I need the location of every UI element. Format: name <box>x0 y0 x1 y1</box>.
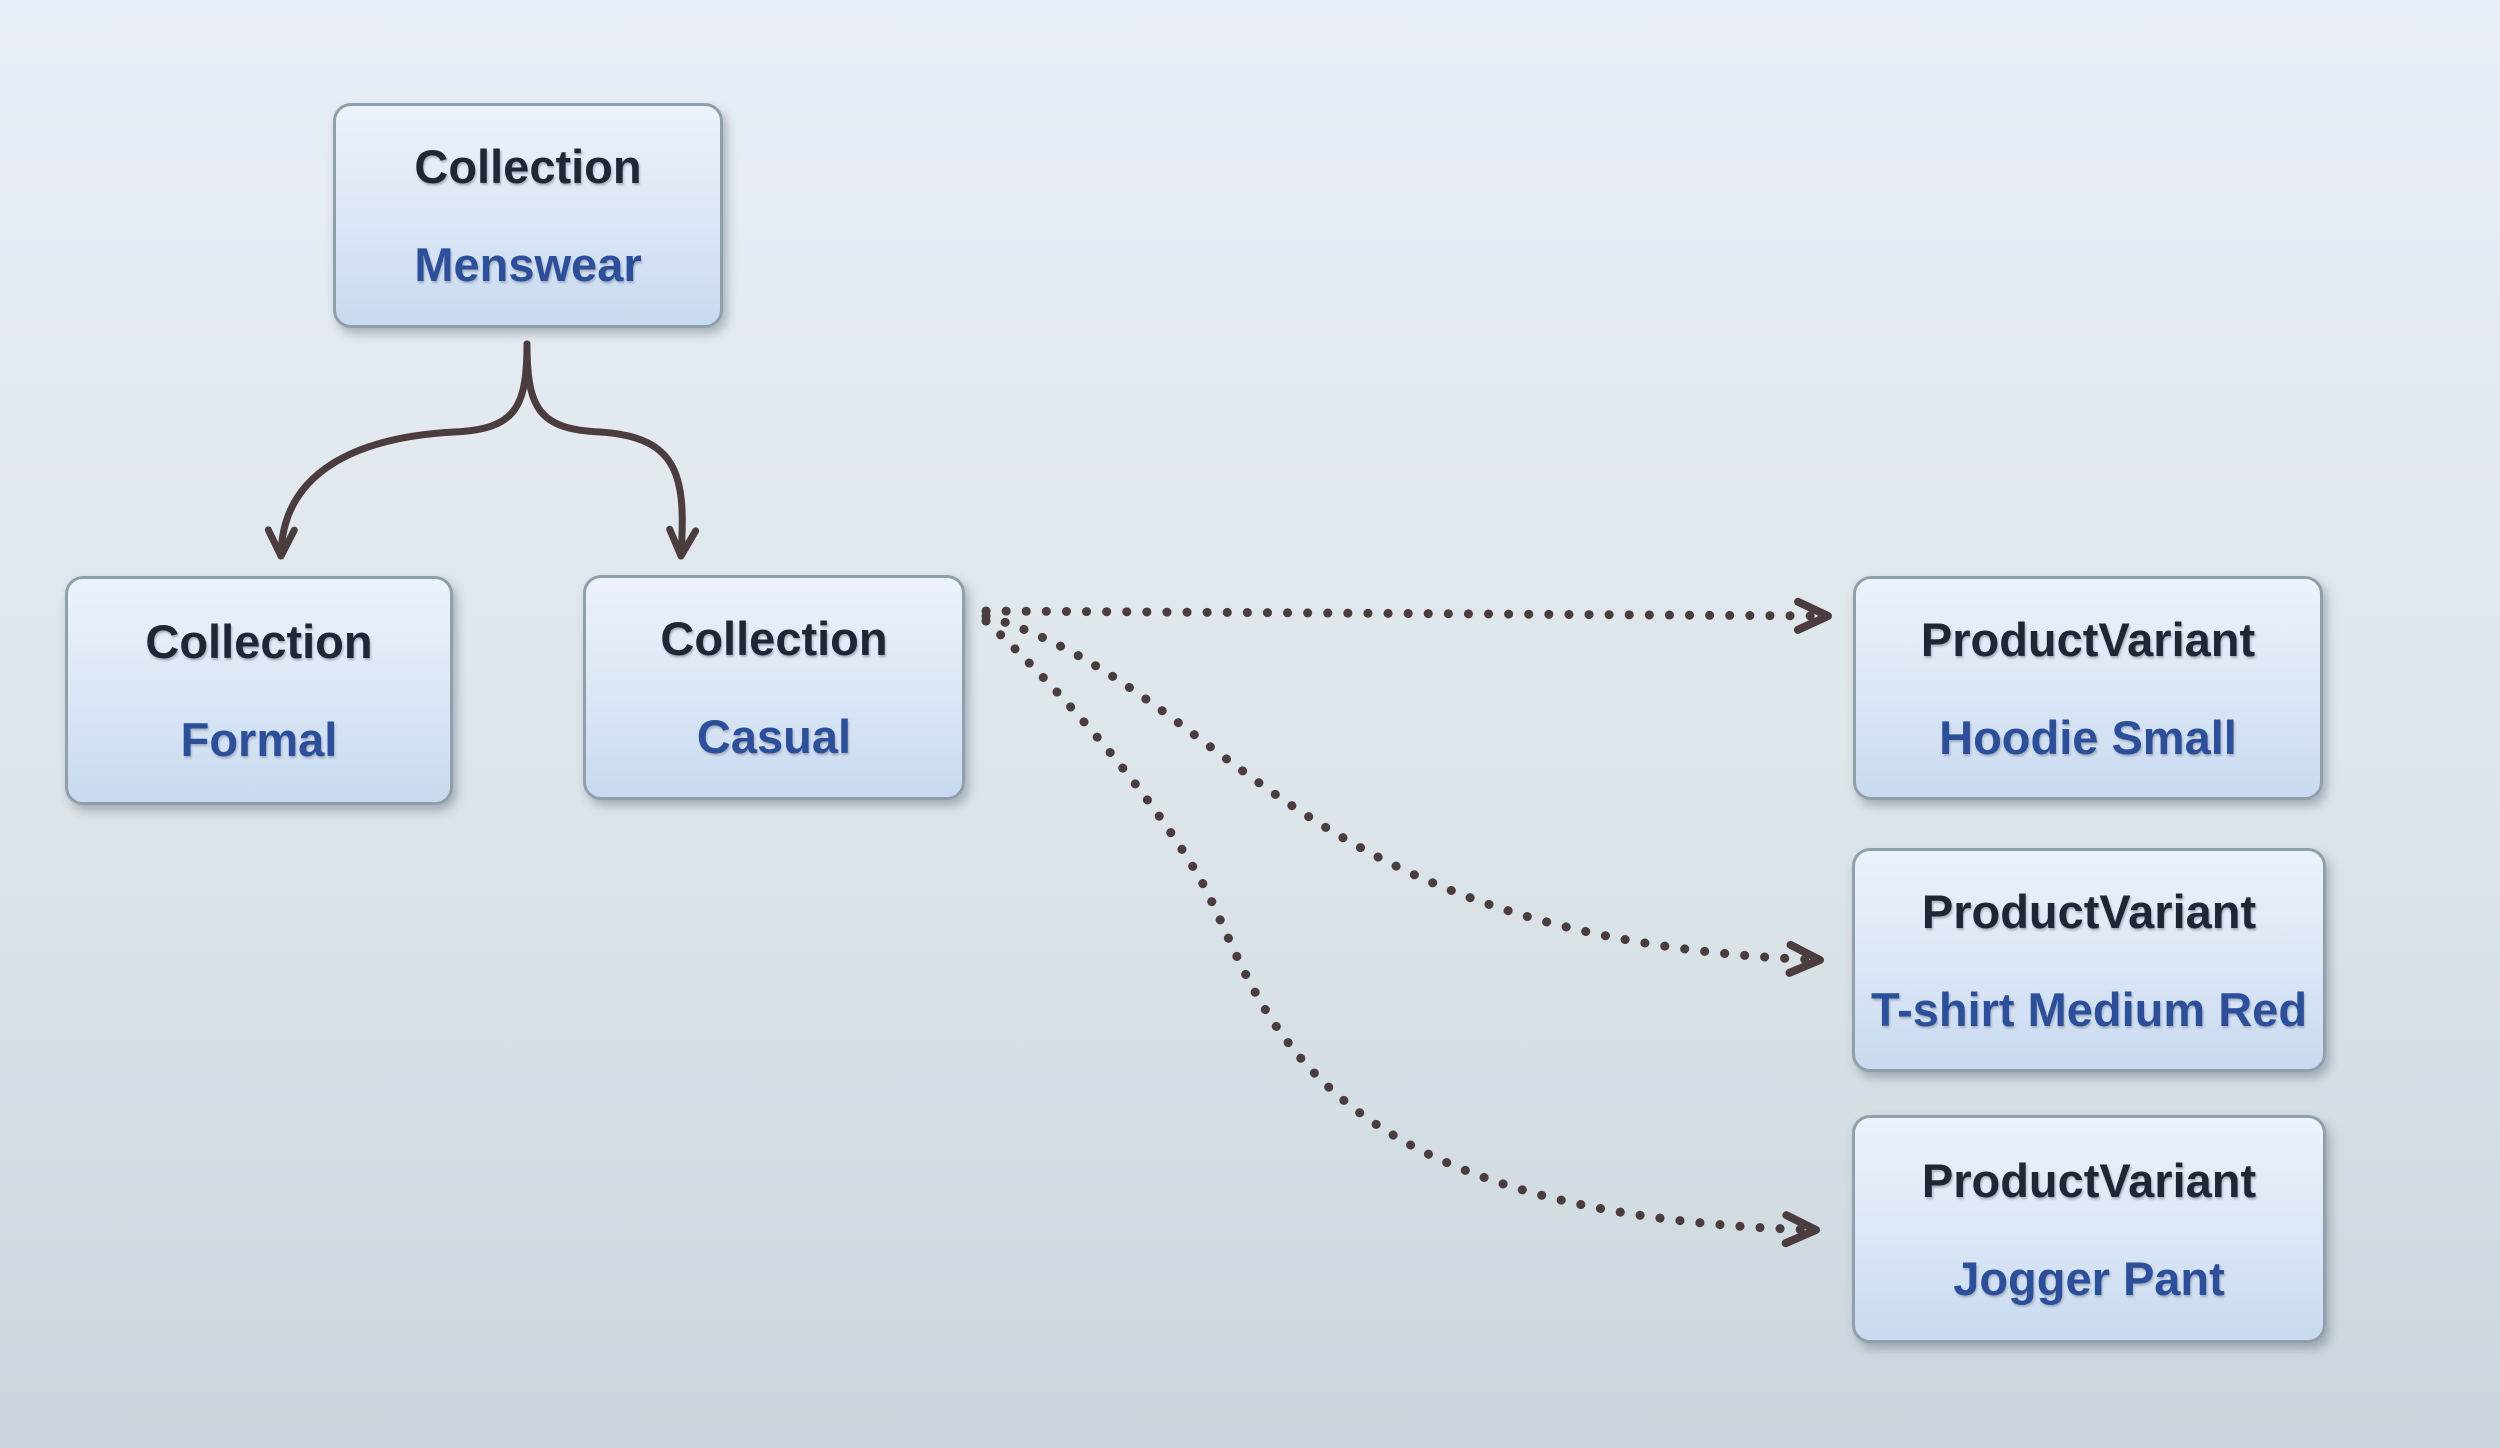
edge-menswear-to-casual <box>523 340 700 560</box>
node-name-label: Menswear <box>414 238 642 291</box>
node-name-label: Casual <box>696 710 852 763</box>
node-name-label: Formal <box>180 713 338 766</box>
node-name-label: Hoodie Small <box>1939 710 2237 764</box>
node-type-label: ProductVariant <box>1921 884 2257 938</box>
node-collection-formal: Collection Formal <box>65 576 453 805</box>
node-name-label: T-shirt Medium Red <box>1870 982 2308 1036</box>
edge-casual-to-tshirt-medium-red <box>981 611 1825 977</box>
edge-menswear-to-formal <box>264 340 531 560</box>
node-productvariant-hoodie-small: ProductVariant Hoodie Small <box>1853 576 2323 800</box>
node-type-label: ProductVariant <box>1920 612 2256 666</box>
node-type-label: Collection <box>145 615 373 668</box>
node-productvariant-tshirt-medium-red: ProductVariant T-shirt Medium Red <box>1852 848 2326 1072</box>
node-collection-casual: Collection Casual <box>583 575 965 800</box>
node-collection-menswear: Collection Menswear <box>333 103 723 328</box>
node-type-label: Collection <box>660 612 888 665</box>
edge-casual-to-hoodie-small <box>981 597 1833 634</box>
edge-casual-to-jogger-pant <box>981 616 1821 1248</box>
node-type-label: ProductVariant <box>1921 1153 2257 1207</box>
node-name-label: Jogger Pant <box>1953 1251 2225 1305</box>
node-type-label: Collection <box>414 140 642 193</box>
node-productvariant-jogger-pant: ProductVariant Jogger Pant <box>1852 1115 2326 1343</box>
